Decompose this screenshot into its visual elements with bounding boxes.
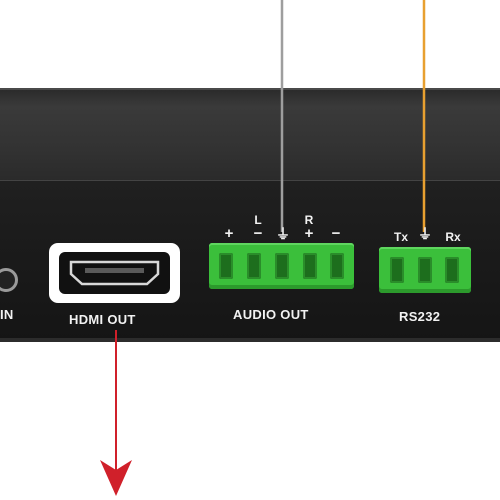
terminal-pin — [219, 253, 233, 279]
audio-out-terminal-block — [209, 243, 354, 289]
device-top-surface — [0, 88, 500, 182]
audio-in-label: IN — [0, 307, 14, 322]
terminal-pin — [390, 257, 404, 283]
audio-in-jack-icon — [0, 268, 18, 292]
rs232-rx-label: Rx — [445, 230, 461, 244]
audio-pin-left-label: L — [254, 213, 262, 227]
terminal-pin — [303, 253, 317, 279]
audio-pin-plus-2: + — [304, 225, 314, 242]
audio-pin-minus-1: − — [253, 225, 263, 242]
hdmi-connector-shape — [69, 260, 160, 286]
terminal-pin — [418, 257, 432, 283]
audio-pin-minus-2: − — [331, 225, 341, 242]
audio-pin-right-label: R — [304, 213, 314, 227]
audio-pin-plus-1: + — [224, 225, 234, 242]
audio-pin-ground-icon: ⏚ — [276, 226, 290, 242]
terminal-pin — [445, 257, 459, 283]
hdmi-out-label: HDMI OUT — [69, 312, 136, 327]
rs232-tx-label: Tx — [393, 230, 408, 244]
rs232-label: RS232 — [399, 309, 441, 324]
terminal-pin — [247, 253, 261, 279]
audio-out-label: AUDIO OUT — [233, 307, 309, 322]
hdmi-out-port — [49, 243, 180, 303]
rs232-ground-icon: ⏚ — [418, 226, 432, 242]
hdmi-socket-icon — [59, 252, 170, 294]
terminal-pin — [275, 253, 289, 279]
device-bottom-edge — [0, 338, 500, 342]
rs232-terminal-block — [379, 247, 471, 293]
hdmi-cable-arrow-icon — [100, 460, 132, 496]
terminal-pin — [330, 253, 344, 279]
